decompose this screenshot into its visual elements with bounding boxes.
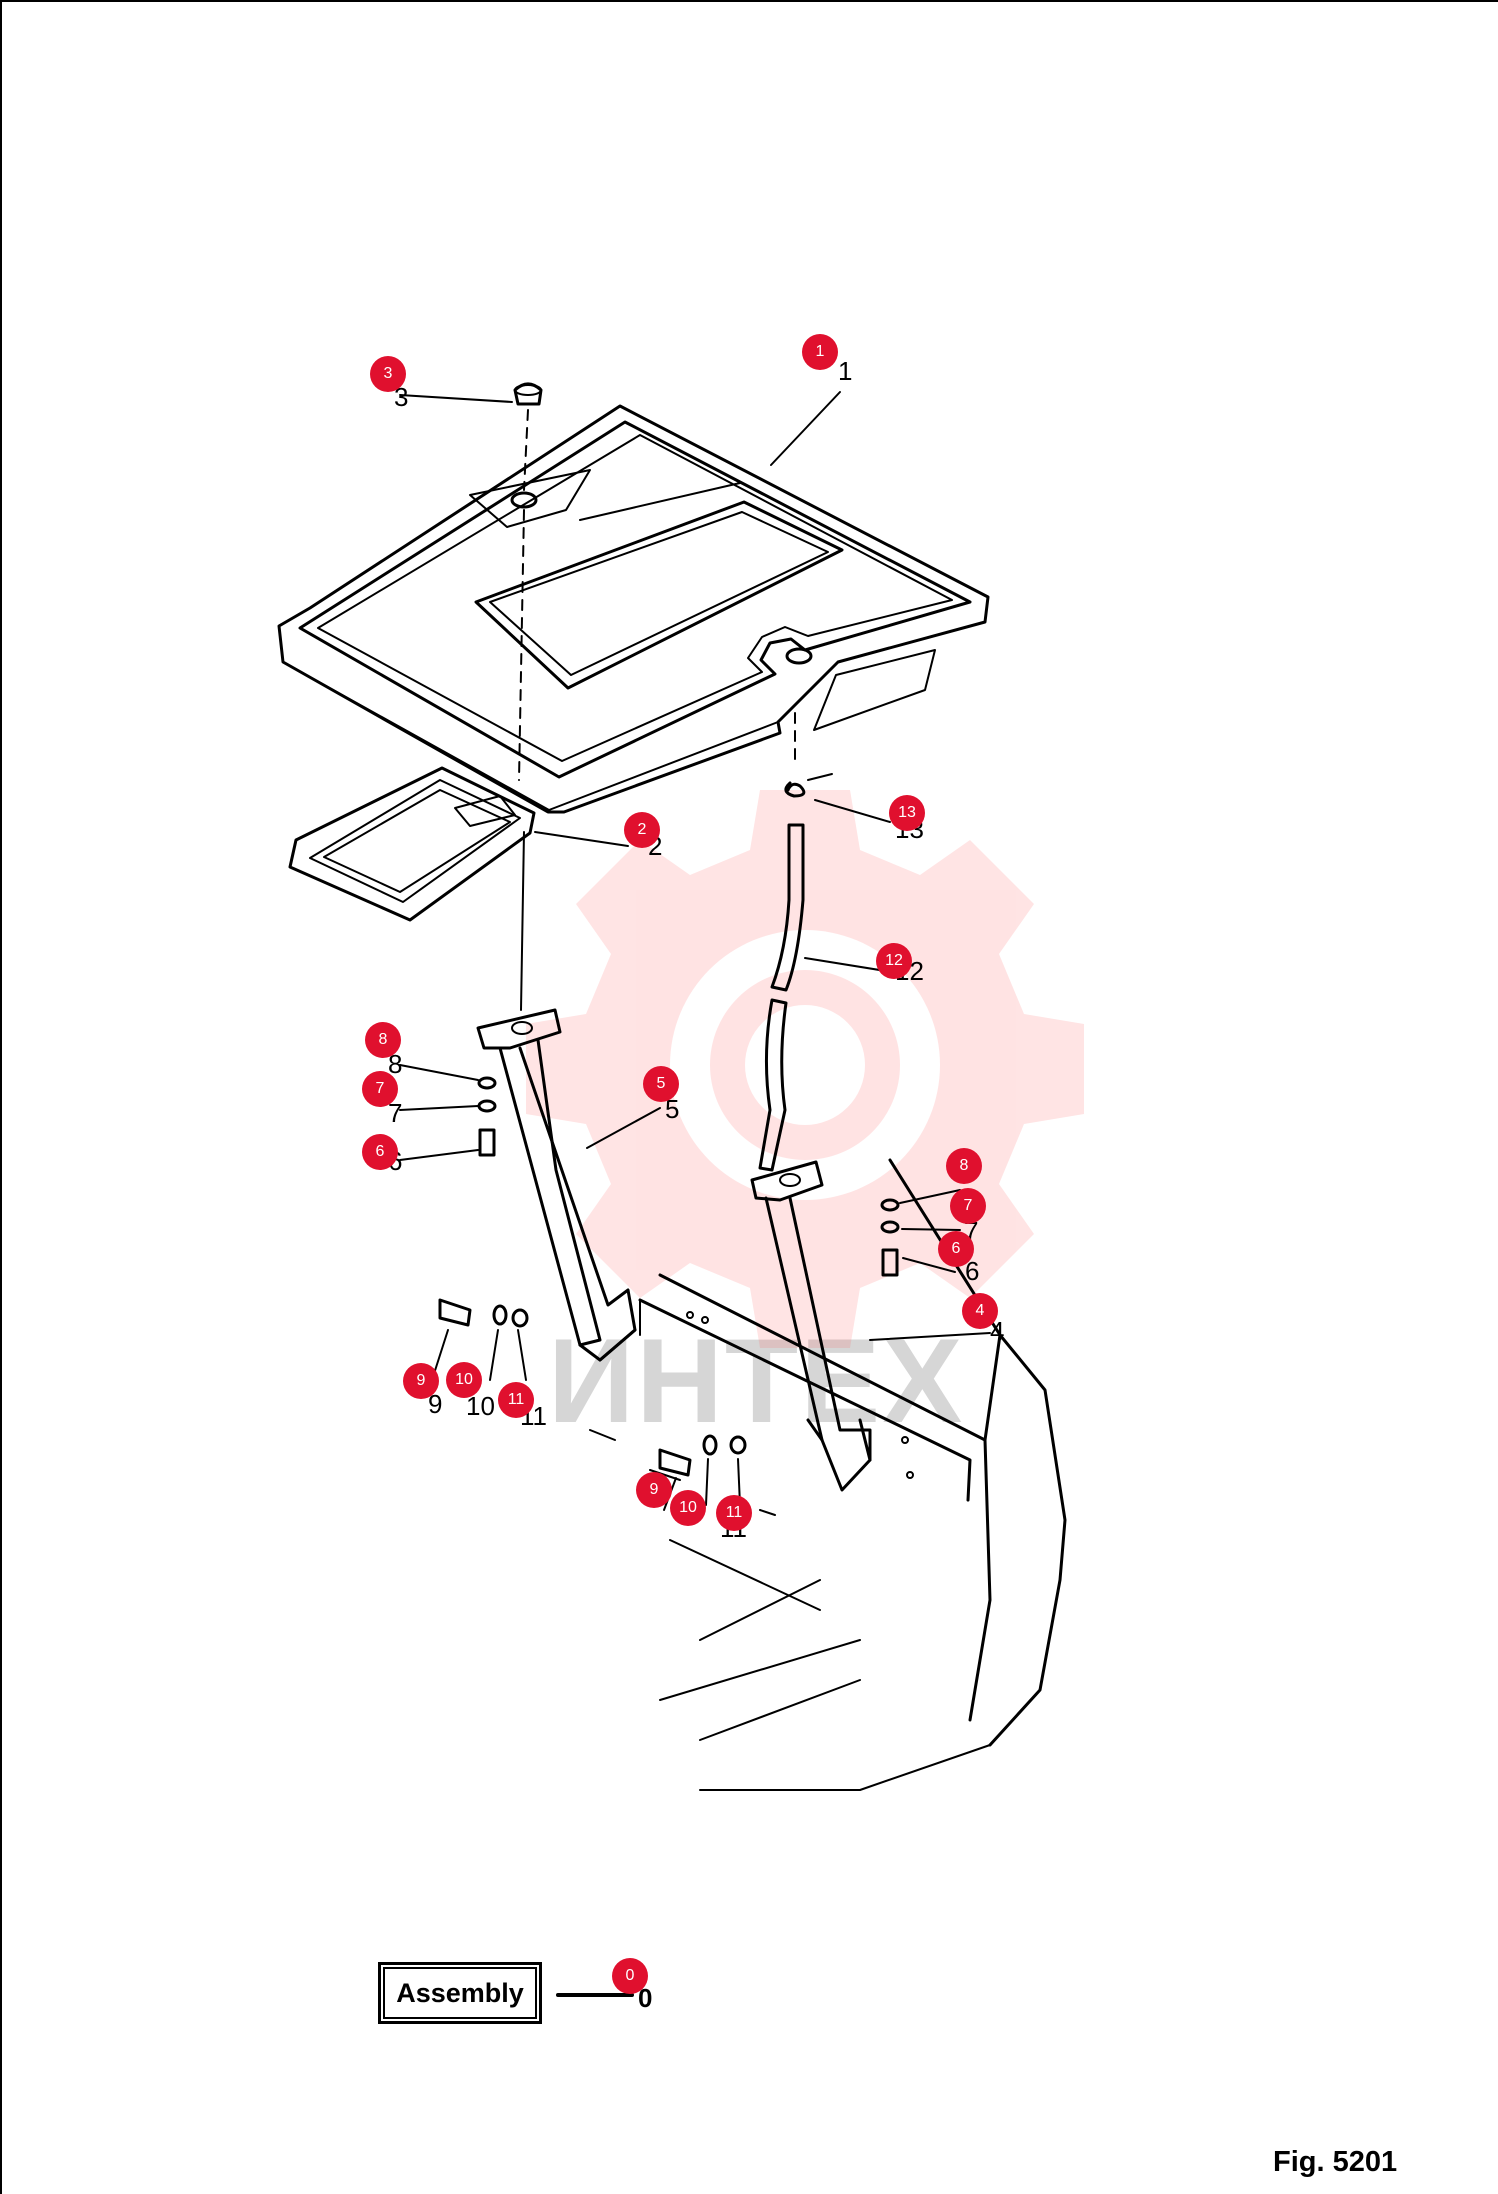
part-number-8-left: 8 xyxy=(388,1049,402,1079)
callout-5[interactable]: 5 xyxy=(643,1066,679,1102)
callout-0[interactable]: 0 xyxy=(612,1958,648,1994)
callout-11-left[interactable]: 11 xyxy=(498,1382,534,1418)
part-number-4: 4 xyxy=(990,1316,1004,1346)
frame-part-4 xyxy=(589,1158,1067,1791)
callout-3[interactable]: 3 xyxy=(370,356,406,392)
callout-12[interactable]: 12 xyxy=(876,943,912,979)
callout-4[interactable]: 4 xyxy=(962,1293,998,1329)
callout-9-right[interactable]: 9 xyxy=(636,1472,672,1508)
figure-label: Fig. 5201 xyxy=(1273,2146,1398,2178)
callout-6-right[interactable]: 6 xyxy=(938,1231,974,1267)
callout-8-left[interactable]: 8 xyxy=(365,1022,401,1058)
callout-13[interactable]: 13 xyxy=(889,795,925,831)
callout-1[interactable]: 1 xyxy=(802,334,838,370)
part-number-7-left: 7 xyxy=(388,1098,402,1128)
hardware-right xyxy=(880,1198,900,1277)
plate-part-2 xyxy=(288,766,536,922)
callout-11-right[interactable]: 11 xyxy=(716,1495,752,1531)
hose-part-12 xyxy=(758,823,805,1172)
assembly-button[interactable]: Assembly xyxy=(378,1962,542,2024)
watermark-gear-logo xyxy=(526,790,1084,1348)
callout-10-right[interactable]: 10 xyxy=(670,1490,706,1526)
hardware-left xyxy=(438,1076,747,1477)
callout-8-right[interactable]: 8 xyxy=(946,1148,982,1184)
callout-7-left[interactable]: 7 xyxy=(362,1071,398,1107)
part-number-9-left: 9 xyxy=(428,1389,442,1419)
stay-left-part-5 xyxy=(476,1008,637,1362)
stay-right-part-5 xyxy=(750,1160,872,1492)
part-number-6-right: 6 xyxy=(965,1256,979,1286)
callout-2[interactable]: 2 xyxy=(624,812,660,848)
callout-6-left[interactable]: 6 xyxy=(362,1134,398,1170)
part-number-1: 1 xyxy=(838,356,852,386)
part-number-0: 0 xyxy=(638,1983,652,2013)
roof-cover-part-1 xyxy=(277,404,990,814)
callout-7-right[interactable]: 7 xyxy=(950,1188,986,1224)
callout-10-left[interactable]: 10 xyxy=(446,1362,482,1398)
plug-part-3 xyxy=(513,382,543,406)
part-number-3: 3 xyxy=(394,382,408,412)
watermark-text: ИНТЕХ xyxy=(548,1314,965,1448)
callout-9-left[interactable]: 9 xyxy=(403,1363,439,1399)
part-number-5: 5 xyxy=(665,1094,679,1124)
